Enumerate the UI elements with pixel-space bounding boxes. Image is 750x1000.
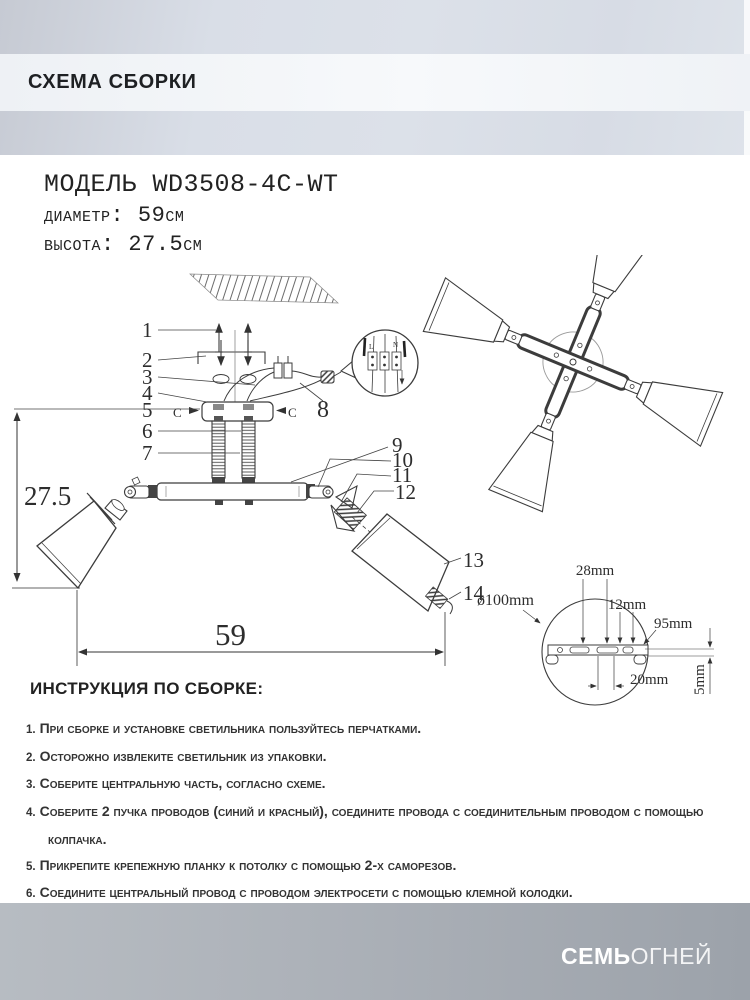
canopy-screws <box>212 340 257 384</box>
product-info: МОДЕЛЬ WD3508-4C-WT диаметр: 59см высота… <box>44 169 339 259</box>
part-label-8: 8 <box>317 397 329 423</box>
instruction-item: 4.Соберите 2 пучка проводов (синий и кра… <box>26 799 704 852</box>
product-diameter: диаметр: 59см <box>44 203 185 228</box>
plate-dim-20: 20mm <box>630 672 669 688</box>
part-label-12: 12 <box>395 480 416 504</box>
wire-label-n: N <box>393 341 398 349</box>
part-label-3: 3 <box>142 365 153 389</box>
ceiling-hatch <box>189 273 339 304</box>
header-band: СХЕМА СБОРКИ <box>0 54 750 111</box>
central-bar <box>156 482 309 501</box>
item-text: Соедините центральный провод с проводом … <box>39 884 573 901</box>
instruction-item: 3.Соберите центральную часть, согласно с… <box>26 771 704 799</box>
part-label-13: 13 <box>463 548 484 572</box>
item-number: 4. <box>26 807 36 820</box>
brand-logo: СЕМЬОГНЕЙ <box>561 943 712 970</box>
brand-logo-light: ОГНЕЙ <box>630 943 712 969</box>
item-number: 6. <box>26 888 36 901</box>
plate-dim-95: 95mm <box>654 616 693 632</box>
screw-letter-right: C <box>288 405 297 420</box>
product-height: высота: 27.5см <box>44 232 203 257</box>
wires <box>223 356 342 402</box>
instructions-list: 1.При сборке и установке светильника пол… <box>26 716 704 908</box>
instruction-item: 5.Прикрепите крепежную планку к потолку … <box>26 853 704 881</box>
plate-dim-28: 28mm <box>576 563 615 579</box>
content-area: МОДЕЛЬ WD3508-4C-WT диаметр: 59см высота… <box>0 155 750 903</box>
side-view: L N <box>14 273 462 615</box>
assembly-diagram: L N <box>12 255 724 706</box>
plate-dim-5: 5mm <box>692 664 708 695</box>
brand-logo-bold: СЕМЬ <box>561 943 631 969</box>
part-label-6: 6 <box>142 419 153 443</box>
left-lamp <box>36 476 157 590</box>
part-label-5: 5 <box>142 398 153 422</box>
right-shade <box>351 513 450 613</box>
screw-letter-left: C <box>173 405 182 420</box>
part-label-1: 1 <box>142 318 153 342</box>
dim-width: 59 <box>215 617 246 652</box>
plate-dim-12: 12mm <box>608 597 647 613</box>
item-text: Прикрепите крепежную планку к потолку с … <box>39 856 457 873</box>
part-label-10: 10 <box>392 448 413 472</box>
part-label-14: 14 <box>463 581 485 605</box>
item-text: Осторожно извлеките светильник из упаков… <box>39 747 327 764</box>
terminal-detail-balloon: L N <box>339 329 419 397</box>
item-number: 1. <box>26 724 36 736</box>
instructions-title: ИНСТРУКЦИЯ ПО СБОРКЕ: <box>30 679 264 698</box>
canopy <box>189 401 286 422</box>
wire-label-l: L <box>369 343 373 351</box>
item-number: 2. <box>26 751 36 764</box>
threaded-rod-right <box>241 416 256 505</box>
part-numbers: 1 2 3 4 5 6 7 8 9 10 11 12 13 14 C C <box>142 318 485 605</box>
part-label-11: 11 <box>392 463 412 487</box>
plate-dim-diameter: ø100mm <box>477 592 534 609</box>
footer-band: СЕМЬОГНЕЙ <box>0 903 750 1000</box>
part-label-2: 2 <box>142 348 153 372</box>
threaded-rod-left <box>211 416 226 505</box>
plate-detail: 28mm 12mm 95mm 20mm 5mm ø100mm <box>477 563 714 706</box>
part-label-4: 4 <box>142 381 153 405</box>
item-text: Соберите центральную часть, согласно схе… <box>39 775 326 792</box>
part-label-7: 7 <box>142 441 153 465</box>
item-number: 3. <box>26 779 36 792</box>
top-view <box>422 255 724 513</box>
instruction-item: 1.При сборке и установке светильника пол… <box>26 716 704 744</box>
overall-dimensions: 27.5 59 <box>12 412 446 666</box>
right-lamp <box>306 484 453 615</box>
left-shade <box>36 500 117 590</box>
part-label-9: 9 <box>392 433 403 457</box>
mounting-bracket <box>197 351 266 364</box>
wire-wrap <box>320 370 335 384</box>
leader-lines <box>14 329 462 600</box>
instruction-item: 2.Осторожно извлеките светильник из упак… <box>26 744 704 772</box>
instruction-item: 6.Соедините центральный провод с проводо… <box>26 880 704 908</box>
item-number: 5. <box>26 860 36 873</box>
dim-height: 27.5 <box>24 481 71 511</box>
page-title: СХЕМА СБОРКИ <box>28 71 197 93</box>
item-text: Соберите 2 пучка проводов (синий и красн… <box>39 803 704 847</box>
model-number: МОДЕЛЬ WD3508-4C-WT <box>44 170 339 199</box>
item-text: При сборке и установке светильника польз… <box>39 720 422 736</box>
